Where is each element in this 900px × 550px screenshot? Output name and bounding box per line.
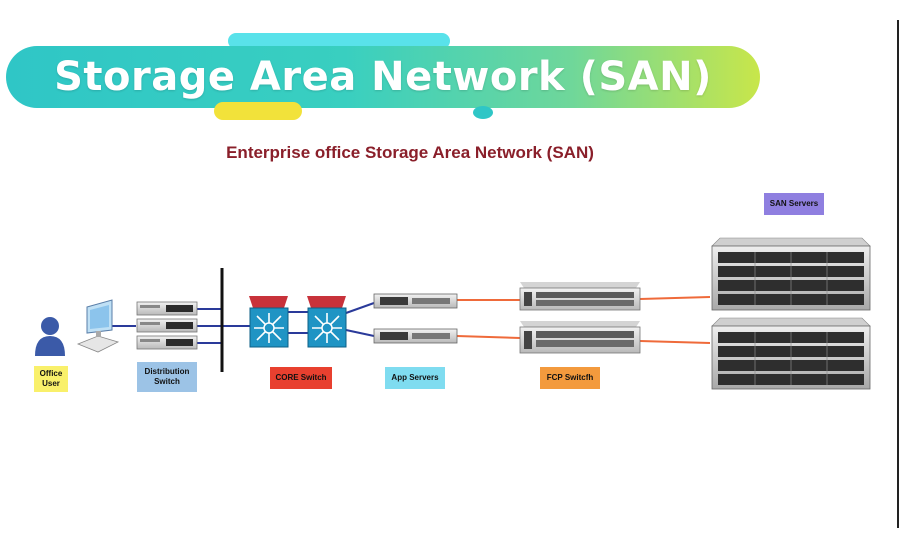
label-san-servers: SAN Servers [764, 193, 824, 215]
ethernet-switch-icon [136, 301, 198, 316]
diagram-title: Enterprise office Storage Area Network (… [226, 143, 594, 162]
banner-accent-dot [473, 106, 493, 119]
label-app-servers: App Servers [385, 367, 445, 389]
link-core-app1 [345, 302, 375, 314]
banner-background [6, 46, 760, 108]
link-app2-fcp2 [456, 335, 521, 339]
fc-switch-icon [519, 321, 641, 354]
label-core-switch: CORE Switch [270, 367, 332, 389]
user-icon [35, 317, 65, 356]
banner-accent-bottom [214, 102, 302, 120]
banner-title: Storage Area Network (SAN) [54, 54, 712, 100]
storage-array-icon [711, 237, 871, 311]
rack-server-icon [373, 293, 458, 309]
page-divider [897, 20, 899, 528]
fc-switch-icon [519, 282, 641, 311]
label-fcp-switch: FCP Switcfh [540, 367, 600, 389]
rack-server-icon [373, 328, 458, 344]
label-office-user: Office User [34, 366, 68, 392]
label-distribution-switch: Distribution Switch [137, 362, 197, 392]
ethernet-switch-icon [136, 318, 198, 333]
link-core-app2 [345, 329, 375, 337]
ethernet-links [112, 302, 375, 344]
core-switch-icon [249, 296, 289, 348]
link-fcp2-san2 [639, 340, 711, 344]
workstation-icon [76, 299, 120, 353]
core-switch-icon [307, 296, 347, 348]
fibre-links [456, 296, 711, 344]
banner-accent-top [228, 33, 450, 49]
storage-array-icon [711, 317, 871, 390]
link-fcp1-san1 [639, 296, 711, 300]
ethernet-switch-icon [136, 335, 198, 350]
